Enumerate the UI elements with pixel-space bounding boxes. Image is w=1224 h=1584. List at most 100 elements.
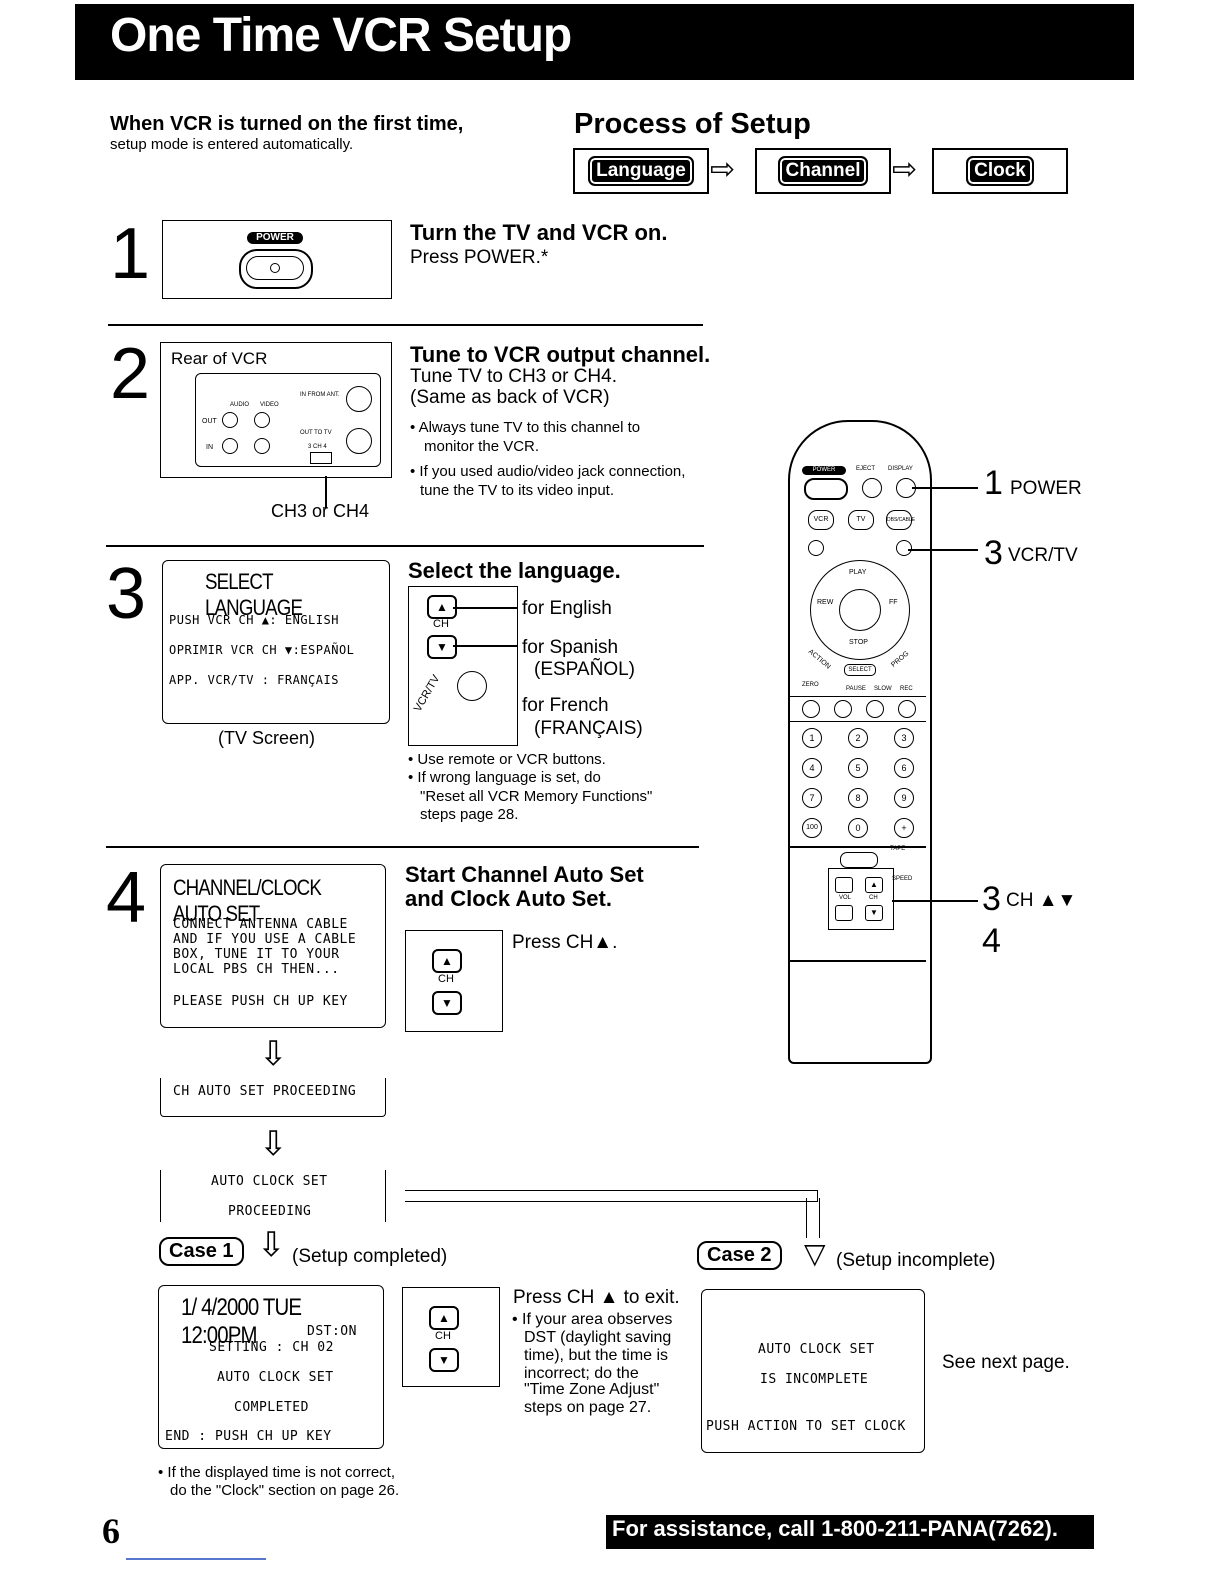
- tv-screen-line: PUSH VCR CH ▲: ENGLISH: [169, 613, 339, 627]
- ch-up-illustration: ▲ CH ▼: [402, 1287, 500, 1387]
- intro-heading: When VCR is turned on the first time,: [110, 113, 464, 135]
- leader-line: [325, 476, 327, 508]
- tv-screen-line: IS INCOMPLETE: [760, 1372, 869, 1387]
- rear-vcr-label: Rear of VCR: [171, 349, 268, 368]
- case1-b5: "Time Zone Adjust": [524, 1381, 660, 1398]
- remote-digit-button[interactable]: 7: [802, 788, 822, 808]
- remote-tv-button[interactable]: TV: [848, 510, 874, 530]
- step2-heading: Tune to VCR output channel.: [410, 342, 711, 367]
- remote-vcrtv-button[interactable]: [808, 540, 824, 556]
- ch-label: CH: [433, 618, 449, 630]
- remote-ch-up-button[interactable]: ▲: [865, 877, 883, 893]
- callout-line: [908, 549, 978, 551]
- remote-ch-label: CH: [869, 895, 878, 901]
- remote-zero-button[interactable]: [802, 700, 820, 718]
- remote-divider: [790, 960, 926, 962]
- ch-label: CH: [438, 973, 454, 985]
- video-in-jack-icon: [254, 438, 270, 454]
- step3-bullet2: • If wrong language is set, do: [408, 769, 601, 786]
- process-step-label: Language: [588, 156, 694, 186]
- step2-bullet1: • Always tune TV to this channel to: [410, 419, 641, 436]
- remote-dpad[interactable]: PLAY REW FF STOP: [810, 560, 910, 660]
- remote-eject-button[interactable]: [862, 478, 882, 498]
- connector-line: [405, 1190, 818, 1202]
- ch-up-illustration: ▲ CH ▼: [405, 930, 503, 1032]
- remote-digit-button[interactable]: 6: [894, 758, 914, 778]
- french-label-2: (FRANÇAIS): [534, 718, 643, 739]
- tv-screen-line: CH AUTO SET PROCEEDING: [173, 1084, 357, 1099]
- video-label: VIDEO: [260, 402, 279, 408]
- proceeding-box: CH AUTO SET PROCEEDING: [160, 1078, 386, 1117]
- remote-vcr-button[interactable]: VCR: [808, 510, 834, 530]
- remote-ff-label: FF: [889, 599, 898, 606]
- remote-digit-button[interactable]: 3: [894, 728, 914, 748]
- vcr-back-panel: AUDIO VIDEO OUT IN IN FROM ANT. OUT TO T…: [195, 373, 381, 467]
- remote-vol-down-button[interactable]: [835, 905, 853, 921]
- remote-dbs-button[interactable]: DBS/CABLE: [886, 510, 915, 530]
- remote-pause-label: PAUSE: [846, 686, 866, 692]
- tv-screen-language: SELECT LANGUAGE PUSH VCR CH ▲: ENGLISH O…: [162, 560, 390, 724]
- remote-control: POWER EJECT DISPLAY VCR TV DBS/CABLE PLA…: [772, 420, 942, 1070]
- remote-digit-button[interactable]: 100: [802, 818, 822, 838]
- remote-digit-button[interactable]: 8: [848, 788, 868, 808]
- tv-screen-title: SELECT LANGUAGE: [205, 569, 303, 620]
- step4-heading-1: Start Channel Auto Set: [405, 862, 644, 887]
- remote-digit-button[interactable]: 4: [802, 758, 822, 778]
- step4-press: Press CH▲.: [512, 932, 618, 953]
- ch3-ch4-label: CH3 or CH4: [271, 501, 370, 521]
- remote-pause-button[interactable]: [834, 700, 852, 718]
- arrow-right-icon: ⇨: [892, 153, 918, 186]
- remote-zero-label: ZERO: [802, 682, 819, 688]
- step-number: 4: [106, 858, 147, 938]
- rf-out-jack-icon: [346, 428, 372, 454]
- callout-line: [892, 900, 978, 902]
- leader-line: [453, 645, 517, 647]
- remote-slow-button[interactable]: [866, 700, 884, 718]
- remote-vol-label: VOL: [839, 895, 852, 901]
- down-arrow-icon: ▽: [804, 1238, 826, 1269]
- tv-screen-line: AUTO CLOCK SET: [211, 1174, 328, 1189]
- remote-digit-button[interactable]: 2: [848, 728, 868, 748]
- remote-vol-up-button[interactable]: [835, 877, 853, 893]
- remote-rew-label: REW: [817, 599, 834, 606]
- process-step-label: Channel: [777, 156, 869, 186]
- case1-footnote-1: • If the displayed time is not correct,: [158, 1464, 396, 1481]
- tv-screen-line: PROCEEDING: [228, 1204, 312, 1219]
- tv-screen-line: AUTO CLOCK SET: [217, 1370, 334, 1385]
- see-next-page: See next page.: [942, 1352, 1070, 1373]
- ch-up-button-icon: ▲: [432, 949, 462, 973]
- remote-input-button[interactable]: [896, 540, 912, 556]
- callout-number: 3: [984, 534, 1003, 572]
- down-arrow-icon: ⇩: [259, 1035, 288, 1073]
- case1-b4: incorrect; do the: [524, 1365, 639, 1382]
- down-arrow-icon: ⇩: [259, 1125, 288, 1163]
- remote-ch-bar-button[interactable]: [840, 852, 878, 868]
- audio-in-jack-icon: [222, 438, 238, 454]
- tv-screen-incomplete: AUTO CLOCK SET IS INCOMPLETE PUSH ACTION…: [701, 1289, 925, 1453]
- english-label: for English: [522, 598, 612, 619]
- step3-bullet1: • Use remote or VCR buttons.: [408, 751, 606, 768]
- step1-heading: Turn the TV and VCR on.: [410, 220, 668, 245]
- tv-screen-line: APP. VCR/TV : FRANÇAIS: [169, 673, 339, 687]
- remote-digit-button[interactable]: 1: [802, 728, 822, 748]
- step2-line2: (Same as back of VCR): [410, 387, 610, 408]
- remote-digit-button[interactable]: 5: [848, 758, 868, 778]
- remote-digit-button[interactable]: 0: [848, 818, 868, 838]
- step-number: 1: [110, 214, 151, 294]
- remote-digit-button[interactable]: +: [894, 818, 914, 838]
- intro-text: setup mode is entered automatically.: [110, 136, 354, 153]
- remote-power-button[interactable]: [804, 478, 848, 500]
- case2-note: (Setup incomplete): [836, 1250, 996, 1271]
- callout-number: 3: [982, 880, 1001, 918]
- remote-divider: [790, 846, 926, 848]
- remote-power-label: POWER: [802, 466, 846, 475]
- tv-screen-line: COMPLETED: [234, 1400, 309, 1415]
- remote-select-button[interactable]: SELECT: [844, 664, 876, 676]
- remote-display-label: DISPLAY: [888, 466, 913, 472]
- remote-rec-button[interactable]: [898, 700, 916, 718]
- case2-badge: Case 2: [697, 1241, 782, 1270]
- remote-ch-down-button[interactable]: ▼: [865, 905, 883, 921]
- rf-in-jack-icon: [346, 386, 372, 412]
- footer-rule: [126, 1558, 266, 1560]
- remote-digit-button[interactable]: 9: [894, 788, 914, 808]
